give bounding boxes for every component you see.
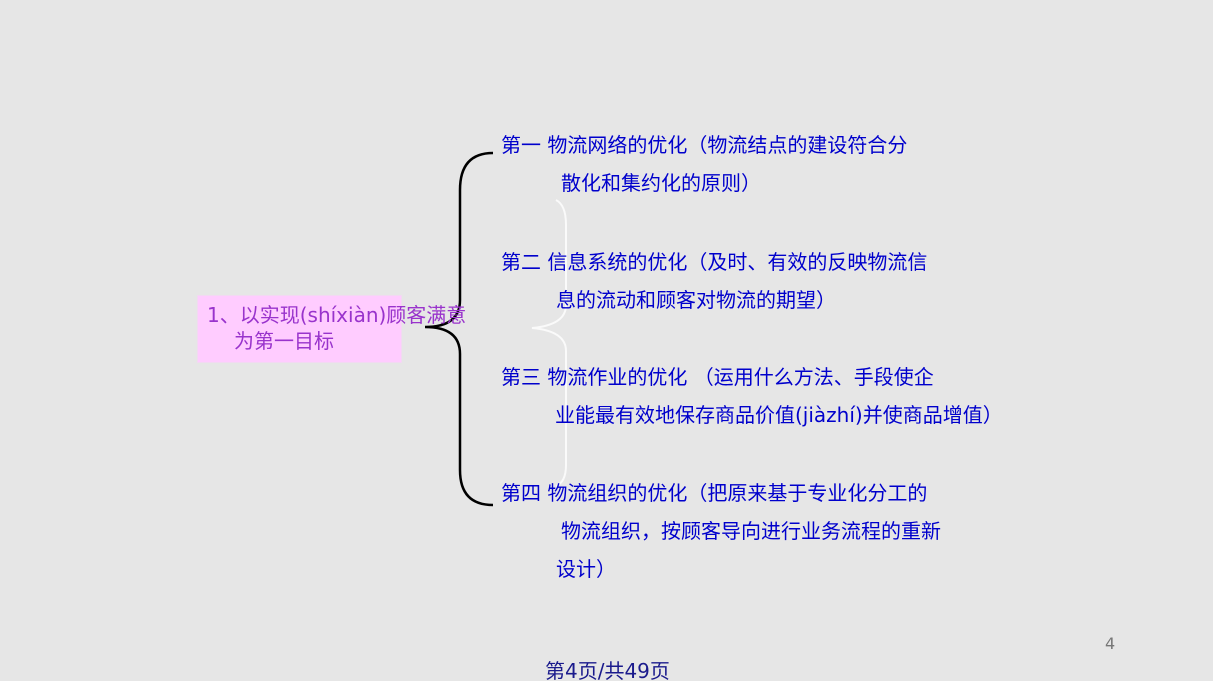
item-1: 第一 物流网络的优化（物流结点的建设符合分 散化和集约化的原则）: [501, 126, 907, 202]
item-4-line3: 设计）: [556, 557, 616, 581]
item-3: 第三 物流作业的优化 （运用什么方法、手段使企 业能最有效地保存商品价值(jià…: [501, 358, 1003, 434]
item-1-line1: 第一 物流网络的优化（物流结点的建设符合分: [501, 133, 908, 157]
item-2: 第二 信息系统的优化（及时、有效的反映物流信 息的流动和顾客对物流的期望）: [501, 243, 927, 319]
item-3-line1: 第三 物流作业的优化 （运用什么方法、手段使企: [501, 365, 934, 389]
page-number: 4: [1105, 634, 1116, 653]
item-4-line1: 第四 物流组织的优化（把原来基于专业化分工的: [501, 481, 928, 505]
main-topic-line2: 为第一目标: [234, 329, 334, 353]
main-topic-line1: 1、以实现(shíxiàn)顾客满意: [207, 303, 467, 327]
ghost-brace: [531, 199, 567, 487]
main-topic: 1、以实现(shíxiàn)顾客满意 为第一目标: [207, 302, 466, 354]
footer-page-indicator: 第4页/共49页: [545, 659, 670, 681]
item-2-line1: 第二 信息系统的优化（及时、有效的反映物流信: [501, 250, 928, 274]
item-3-line2: 业能最有效地保存商品价值(jiàzhí)并使商品增值）: [555, 403, 1003, 427]
item-4: 第四 物流组织的优化（把原来基于专业化分工的 物流组织，按顾客导向进行业务流程的…: [501, 474, 941, 588]
main-topic-box: [197, 295, 402, 363]
main-brace: [424, 151, 494, 507]
item-2-line2: 息的流动和顾客对物流的期望）: [556, 288, 836, 312]
item-1-line2: 散化和集约化的原则）: [561, 171, 761, 195]
item-4-line2: 物流组织，按顾客导向进行业务流程的重新: [561, 519, 941, 543]
